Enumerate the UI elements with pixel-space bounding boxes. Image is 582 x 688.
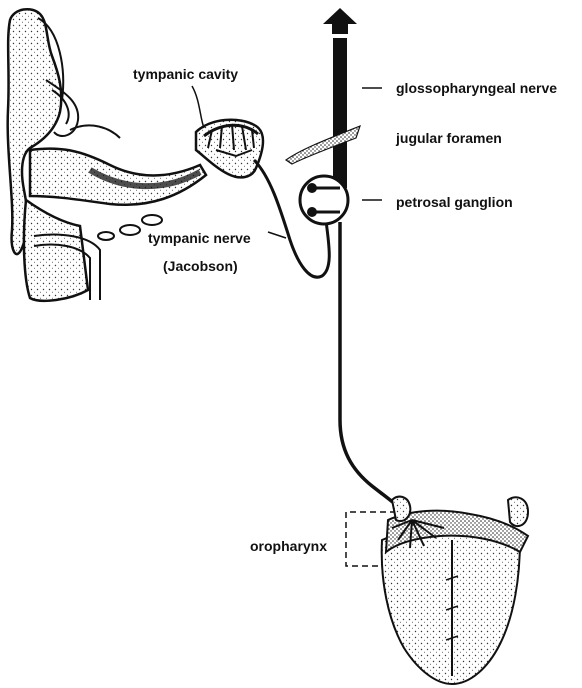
- label-jacobson: (Jacobson): [163, 258, 238, 274]
- nerve-trunk-upper: [333, 38, 347, 188]
- nerve-arrow-icon: [323, 8, 357, 34]
- label-tympanic-nerve: tympanic nerve: [148, 230, 251, 246]
- label-petrosal-ganglion: petrosal ganglion: [396, 194, 513, 210]
- tympanic-membrane: [196, 120, 263, 178]
- tympanic-nerve-leader: [268, 232, 286, 238]
- petrosal-ganglion-circle: [300, 176, 348, 224]
- nerve-trunk-lower: [340, 222, 412, 520]
- label-tympanic-cavity: tympanic cavity: [133, 66, 238, 82]
- ear-canal: [30, 149, 206, 205]
- jugular-foramen-shape: [286, 126, 360, 164]
- tongue-illustration: [346, 497, 528, 684]
- tympanic-cavity-structure: [192, 86, 263, 177]
- label-glossopharyngeal-nerve: glossopharyngeal nerve: [396, 80, 557, 96]
- tongue-body: [382, 528, 520, 684]
- label-jugular-foramen: jugular foramen: [396, 130, 502, 146]
- label-oropharynx: oropharynx: [250, 538, 327, 554]
- glossopharyngeal-nerve-structure: [286, 8, 412, 520]
